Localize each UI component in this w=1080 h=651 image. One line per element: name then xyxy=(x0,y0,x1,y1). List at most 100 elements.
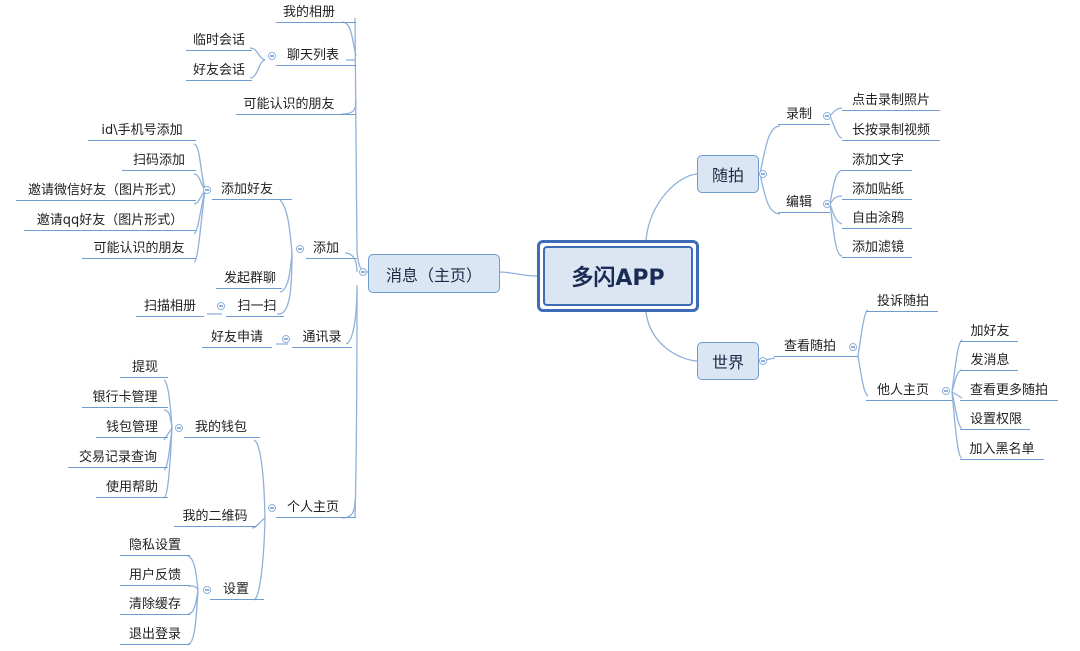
underline xyxy=(68,467,168,468)
node-maybe-known[interactable]: 可能认识的朋友 xyxy=(243,97,335,112)
underline xyxy=(120,555,190,556)
collapse-toggle-icon[interactable] xyxy=(359,268,367,276)
node-record[interactable]: 录制 xyxy=(785,107,812,122)
node-qr-code[interactable]: 我的二维码 xyxy=(182,509,248,524)
node-clear-cache[interactable]: 清除缓存 xyxy=(128,597,181,612)
node-hold-video[interactable]: 长按录制视频 xyxy=(851,123,930,138)
underline xyxy=(774,356,858,357)
node-tap-photo[interactable]: 点击录制照片 xyxy=(851,93,930,108)
node-add[interactable]: 添加 xyxy=(312,241,339,256)
node-add-friend-w[interactable]: 加好友 xyxy=(970,324,1010,339)
underline xyxy=(842,110,940,111)
node-privacy[interactable]: 隐私设置 xyxy=(128,538,181,553)
collapse-toggle-icon[interactable] xyxy=(203,186,211,194)
collapse-toggle-icon[interactable] xyxy=(759,357,767,365)
underline xyxy=(276,65,356,66)
collapse-toggle-icon[interactable] xyxy=(268,52,276,60)
underline xyxy=(96,437,168,438)
underline xyxy=(210,599,264,600)
collapse-toggle-icon[interactable] xyxy=(217,302,225,310)
underline xyxy=(842,257,912,258)
underline xyxy=(174,526,256,527)
node-add-text[interactable]: 添加文字 xyxy=(851,153,904,168)
underline xyxy=(120,585,190,586)
node-friend-request[interactable]: 好友申请 xyxy=(210,330,263,345)
node-add-by-id[interactable]: id\手机号添加 xyxy=(101,123,183,138)
node-help[interactable]: 使用帮助 xyxy=(105,480,158,495)
underline xyxy=(120,614,190,615)
node-snap[interactable]: 随拍 xyxy=(697,155,759,193)
node-messages[interactable]: 消息（主页） xyxy=(368,254,500,293)
node-scan[interactable]: 扫一扫 xyxy=(237,299,277,314)
node-add-friend[interactable]: 添加好友 xyxy=(220,182,273,197)
node-settings[interactable]: 设置 xyxy=(222,582,249,597)
collapse-toggle-icon[interactable] xyxy=(203,586,211,594)
node-scan-add[interactable]: 扫码添加 xyxy=(132,153,185,168)
underline xyxy=(136,316,204,317)
node-invite-qq[interactable]: 邀请qq好友（图片形式） xyxy=(36,213,184,228)
underline xyxy=(216,288,282,289)
node-other-home[interactable]: 他人主页 xyxy=(876,383,929,398)
underline xyxy=(866,311,938,312)
underline xyxy=(82,258,196,259)
underline xyxy=(842,140,940,141)
node-scan-album[interactable]: 扫描相册 xyxy=(143,299,196,314)
node-feedback[interactable]: 用户反馈 xyxy=(128,568,181,583)
underline xyxy=(842,199,912,200)
collapse-toggle-icon[interactable] xyxy=(296,245,304,253)
underline xyxy=(16,200,196,201)
underline xyxy=(226,316,284,317)
underline xyxy=(960,459,1044,460)
underline xyxy=(866,400,952,401)
node-withdraw[interactable]: 提现 xyxy=(131,360,158,375)
node-view-snap[interactable]: 查看随拍 xyxy=(783,339,836,354)
node-report[interactable]: 投诉随拍 xyxy=(876,294,929,309)
node-add-sticker[interactable]: 添加贴纸 xyxy=(851,182,904,197)
node-add-filter[interactable]: 添加滤镜 xyxy=(851,240,904,255)
node-maybe-known-2[interactable]: 可能认识的朋友 xyxy=(93,241,185,256)
underline xyxy=(96,497,168,498)
underline xyxy=(842,170,912,171)
node-contacts[interactable]: 通讯录 xyxy=(302,330,342,345)
node-world[interactable]: 世界 xyxy=(697,342,759,380)
underline xyxy=(960,370,1018,371)
node-invite-wechat[interactable]: 邀请微信好友（图片形式） xyxy=(27,183,184,198)
underline xyxy=(276,22,356,23)
center-node[interactable]: 多闪APP xyxy=(543,246,693,306)
node-bank-card[interactable]: 银行卡管理 xyxy=(92,390,158,405)
node-permissions[interactable]: 设置权限 xyxy=(969,412,1022,427)
node-wallet-manage[interactable]: 钱包管理 xyxy=(105,420,158,435)
node-chatlist[interactable]: 聊天列表 xyxy=(286,48,339,63)
collapse-toggle-icon[interactable] xyxy=(942,387,950,395)
node-wallet[interactable]: 我的钱包 xyxy=(194,420,247,435)
collapse-toggle-icon[interactable] xyxy=(823,112,831,120)
collapse-toggle-icon[interactable] xyxy=(849,343,857,351)
node-transactions[interactable]: 交易记录查询 xyxy=(78,450,157,465)
node-doodle[interactable]: 自由涂鸦 xyxy=(851,211,904,226)
node-profile[interactable]: 个人主页 xyxy=(286,500,339,515)
collapse-toggle-icon[interactable] xyxy=(268,504,276,512)
node-group-chat[interactable]: 发起群聊 xyxy=(223,271,276,286)
node-temp-chat[interactable]: 临时会话 xyxy=(192,33,245,48)
underline xyxy=(82,407,168,408)
collapse-toggle-icon[interactable] xyxy=(175,424,183,432)
node-album[interactable]: 我的相册 xyxy=(282,5,335,20)
node-more-snaps[interactable]: 查看更多随拍 xyxy=(969,383,1048,398)
node-blacklist[interactable]: 加入黑名单 xyxy=(969,442,1035,457)
underline xyxy=(202,347,272,348)
node-friend-chat[interactable]: 好友会话 xyxy=(192,63,245,78)
collapse-toggle-icon[interactable] xyxy=(282,335,290,343)
underline xyxy=(186,80,252,81)
underline xyxy=(292,347,352,348)
node-send-message[interactable]: 发消息 xyxy=(970,353,1010,368)
underline xyxy=(960,429,1030,430)
collapse-toggle-icon[interactable] xyxy=(823,200,831,208)
collapse-toggle-icon[interactable] xyxy=(759,170,767,178)
node-logout[interactable]: 退出登录 xyxy=(128,627,181,642)
node-edit[interactable]: 编辑 xyxy=(785,195,812,210)
underline xyxy=(306,258,357,259)
underline xyxy=(778,124,830,125)
underline xyxy=(276,517,356,518)
underline xyxy=(122,170,196,171)
